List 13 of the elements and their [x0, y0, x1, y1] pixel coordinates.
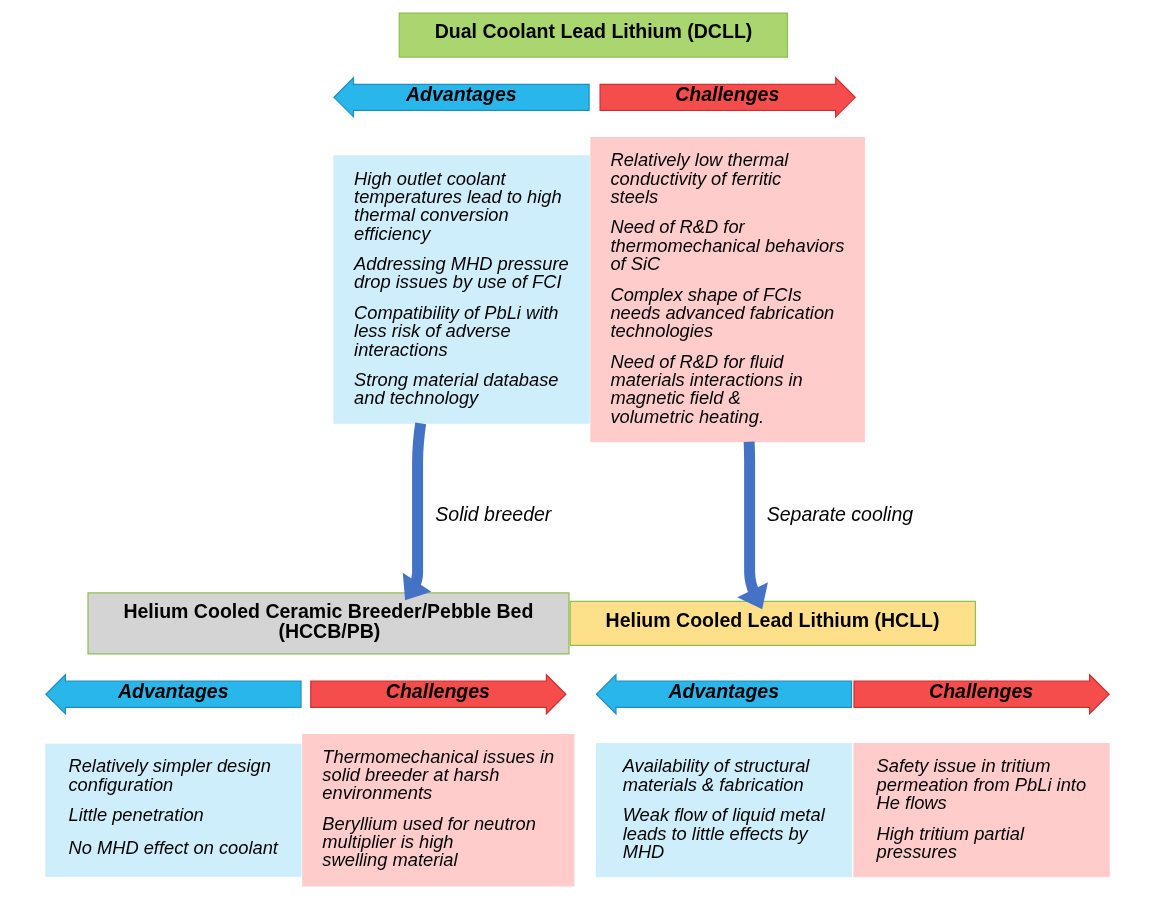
node-box: Helium Cooled Ceramic Breeder/Pebble Bed (HCCB/PB)	[86, 592, 570, 655]
edge-label: Solid breeder	[434, 502, 551, 525]
node-box: Relatively low thermal conductivity of ferritic steels Need of R&D for thermomechanical behaviors of SiC Complex shape of FCIs needs advanced fabrication technologies Need of R&D for fluid materials interactions in magnetic field & volumetric heating.	[589, 137, 865, 443]
edge-label: Separate cooling	[766, 502, 913, 525]
arrow	[402, 422, 431, 601]
node-box: Helium Cooled Lead Lithium (HCLL)	[569, 600, 976, 647]
arrow	[736, 441, 768, 610]
node-box: Availability of structural materials & fabrication Weak flow of liquid metal leads to little effects by MHD	[595, 743, 852, 878]
node-box: Thermomechanical issues in solid breeder at harsh environments Beryllium used for neutron multiplier is high swelling material	[301, 733, 574, 887]
node-box: High outlet coolant temperatures lead to high thermal conversion efficiency Addressing MHD pressure drop issues by use of FCI Compatibility of PbLi with less risk of adverse interactions Strong material database and technology	[332, 155, 590, 424]
node-box: Relatively simpler design configuration Little penetration No MHD effect on coolant	[44, 743, 302, 877]
node-box: Safety issue in tritium permeation from PbLi into He flows High tritium partial pressures	[852, 743, 1110, 878]
node-box: Dual Coolant Lead Lithium (DCLL)	[398, 12, 788, 58]
